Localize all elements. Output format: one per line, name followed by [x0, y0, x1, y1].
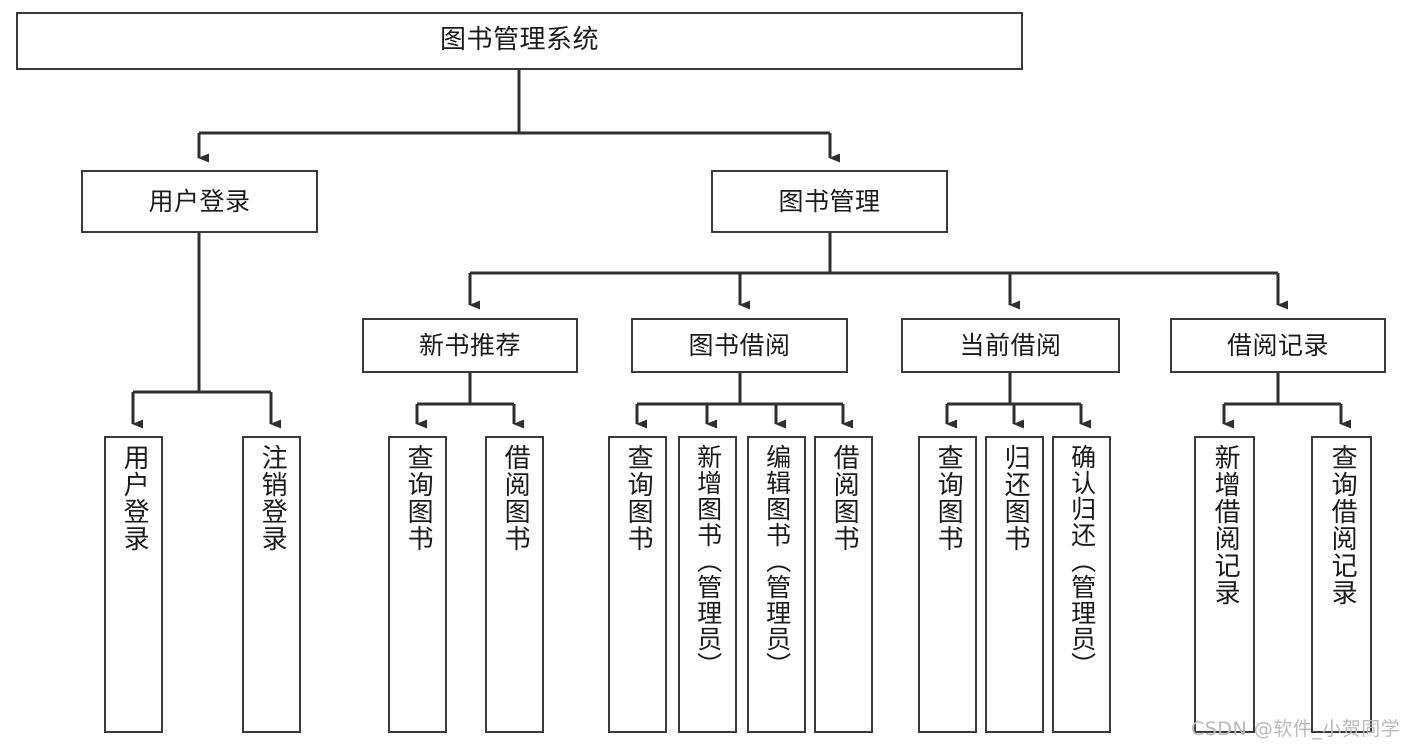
leaf-borrow-book-recommend[interactable]: 借阅图书 [485, 436, 544, 733]
node-current-borrow[interactable]: 当前借阅 [901, 318, 1120, 373]
node-label: 归还图书 [1000, 444, 1031, 552]
node-label: 注销登录 [257, 444, 288, 552]
leaf-edit-book-admin[interactable]: 编辑图书（管理员） [747, 436, 806, 733]
leaf-query-book-recommend[interactable]: 查询图书 [388, 436, 447, 733]
leaf-logout-login[interactable]: 注销登录 [242, 436, 301, 733]
node-label: 新增借阅记录 [1210, 444, 1241, 606]
node-label: 用户登录 [148, 186, 251, 216]
node-label: 查询图书 [623, 444, 654, 552]
node-user-login[interactable]: 用户登录 [81, 170, 318, 233]
node-label: 当前借阅 [959, 330, 1062, 360]
node-label: 编辑图书（管理员） [762, 444, 792, 678]
node-label: 借阅记录 [1226, 330, 1329, 360]
node-label: 图书管理系统 [439, 25, 599, 56]
leaf-query-book-borrow[interactable]: 查询图书 [608, 436, 667, 733]
leaf-query-borrow-record[interactable]: 查询借阅记录 [1311, 436, 1372, 733]
node-label: 图书管理 [778, 186, 881, 216]
node-label: 确认归还（管理员） [1067, 444, 1097, 678]
leaf-add-book-admin[interactable]: 新增图书（管理员） [678, 436, 737, 733]
node-label: 查询图书 [403, 444, 434, 552]
node-book-management[interactable]: 图书管理 [711, 170, 948, 233]
node-label: 图书借阅 [688, 330, 791, 360]
node-label: 新增图书（管理员） [693, 444, 723, 678]
leaf-borrow-book[interactable]: 借阅图书 [814, 436, 873, 733]
leaf-user-login[interactable]: 用户登录 [104, 436, 163, 733]
node-label: 用户登录 [119, 444, 150, 552]
leaf-query-book-current[interactable]: 查询图书 [918, 436, 977, 733]
leaf-confirm-return-admin[interactable]: 确认归还（管理员） [1052, 436, 1111, 733]
node-book-borrow[interactable]: 图书借阅 [631, 318, 848, 373]
node-borrow-record[interactable]: 借阅记录 [1170, 318, 1386, 373]
node-label: 借阅图书 [500, 444, 531, 552]
node-new-book-recommend[interactable]: 新书推荐 [362, 318, 578, 373]
node-label: 查询图书 [933, 444, 964, 552]
node-label: 查询借阅记录 [1327, 444, 1358, 606]
leaf-return-book[interactable]: 归还图书 [985, 436, 1044, 733]
leaf-add-borrow-record[interactable]: 新增借阅记录 [1194, 436, 1255, 733]
node-root-system[interactable]: 图书管理系统 [16, 12, 1023, 70]
node-label: 新书推荐 [418, 330, 521, 360]
node-label: 借阅图书 [829, 444, 860, 552]
csdn-watermark: CSDN @软件_小贺同学 [1191, 718, 1401, 740]
